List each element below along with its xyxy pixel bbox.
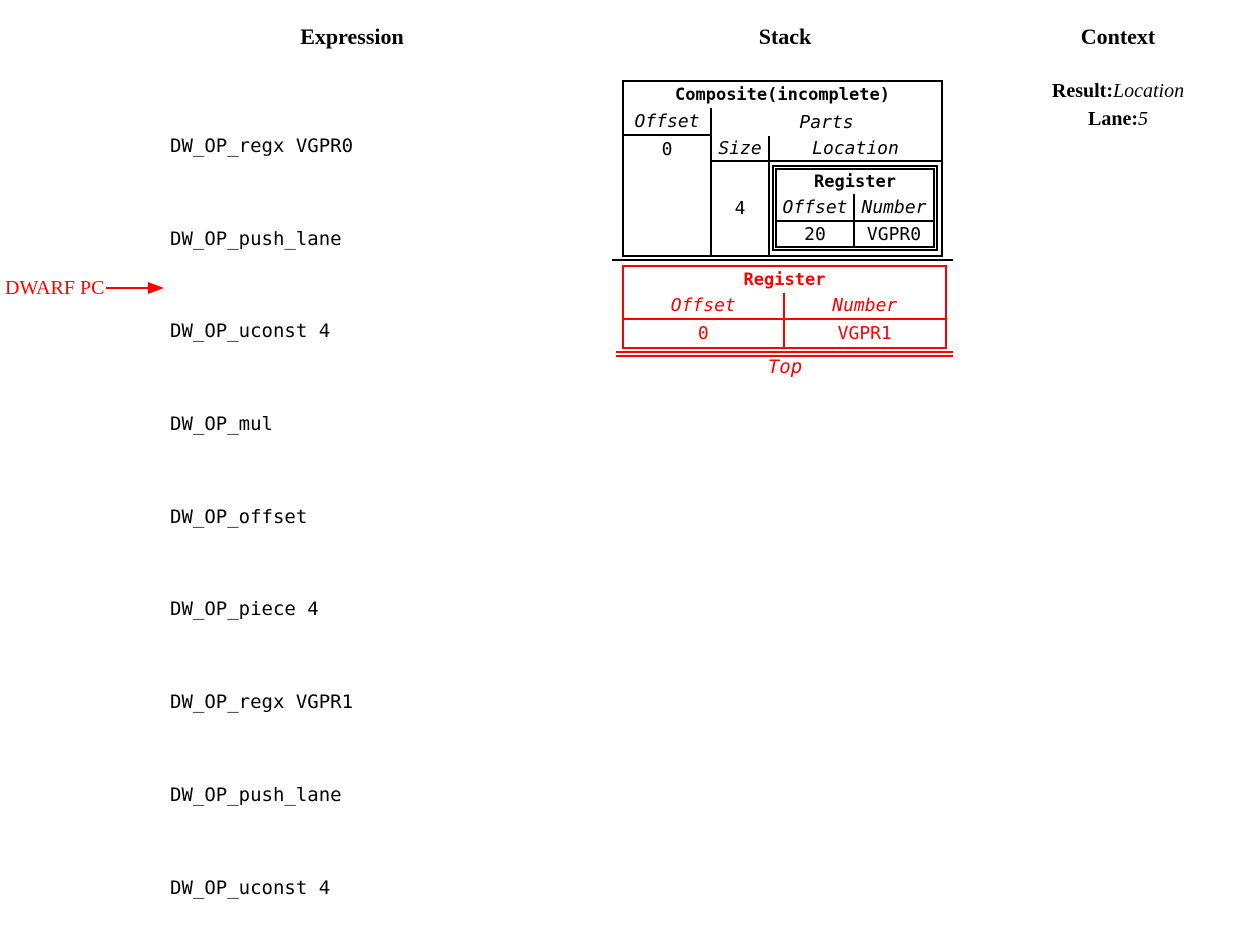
context-column-header: Context xyxy=(1080,24,1156,49)
top-register-stack-entry: Register Offset Number 0 VGPR1 xyxy=(622,265,947,349)
nested-register-title: Register xyxy=(814,172,896,192)
composite-location-header: Location xyxy=(770,136,941,162)
expression-column-header: Expression xyxy=(300,24,404,49)
context-lane-line: Lane:5 xyxy=(1013,105,1223,133)
stack-entry-separator xyxy=(612,259,953,261)
top-register-number-header: Number xyxy=(784,293,945,320)
lane-label: Lane: xyxy=(1088,108,1138,130)
stack-top-label: Top xyxy=(767,356,803,378)
nested-register-number-header: Number xyxy=(855,194,933,222)
expression-op: DW_OP_offset xyxy=(170,505,308,528)
context-result-line: Result:Location xyxy=(1013,77,1223,105)
result-label: Result: xyxy=(1051,80,1113,102)
composite-parts-header: Parts xyxy=(799,111,854,133)
expression-op: DW_OP_piece 4 xyxy=(170,598,319,621)
nested-register-offset-value: 20 xyxy=(777,222,855,246)
nested-register-table: Register Offset Number 20 VGPR0 xyxy=(772,165,938,251)
composite-stack-entry: Composite(incomplete) Offset Parts 0 Siz… xyxy=(622,80,943,257)
composite-title: Composite(incomplete) xyxy=(624,82,941,108)
stack-top-separator xyxy=(616,351,953,357)
dwarf-pc-arrow-icon xyxy=(106,280,164,300)
stack-column-header: Stack xyxy=(758,24,812,49)
result-value: Location xyxy=(1112,80,1185,102)
expression-op: DW_OP_mul xyxy=(170,412,273,435)
expression-op: DW_OP_push_lane xyxy=(170,227,342,250)
composite-size-value: 4 xyxy=(712,162,770,255)
composite-location-cell: Register Offset Number 20 VGPR0 xyxy=(770,162,941,255)
composite-incomplete-note: (incomplete) xyxy=(767,85,890,105)
composite-offset-value: 0 xyxy=(624,136,712,162)
top-register-number-value: VGPR1 xyxy=(837,323,892,344)
top-register-title: Register xyxy=(743,270,826,290)
expression-op: DW_OP_push_lane xyxy=(170,783,342,806)
expression-op: DW_OP_uconst 4 xyxy=(170,876,331,899)
composite-offset-empty-cell xyxy=(624,162,712,255)
top-register-offset-value: 0 xyxy=(624,320,785,347)
composite-offset-header: Offset xyxy=(624,108,712,136)
expression-op: DW_OP_regx VGPR0 xyxy=(170,134,354,157)
dwarf-pc-label: DWARF PC xyxy=(5,277,105,299)
expression-op: DW_OP_regx VGPR1 xyxy=(170,691,354,714)
top-register-offset-header: Offset xyxy=(624,293,785,320)
lane-value: 5 xyxy=(1138,108,1148,130)
expression-op: DW_OP_uconst 4 xyxy=(170,320,331,343)
composite-title-text: Composite xyxy=(675,85,768,105)
expression-op-list: DW_OP_regx VGPR0 DW_OP_push_lane DW_OP_u… xyxy=(170,69,353,936)
nested-register-offset-header: Offset xyxy=(777,194,855,222)
context-panel: Result:Location Lane:5 xyxy=(1013,77,1223,133)
nested-register-number-value: VGPR0 xyxy=(866,223,922,245)
composite-size-header: Size xyxy=(712,136,770,162)
